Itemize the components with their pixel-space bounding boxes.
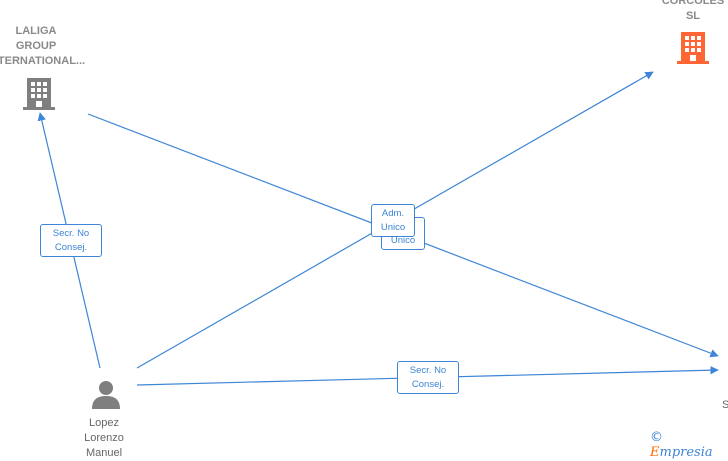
building-icon[interactable] — [23, 76, 55, 110]
node-laliga-line-2: GROUP — [15, 40, 57, 52]
edge-label-secr-no-consej[interactable]: Secr. No Consej. — [40, 224, 102, 257]
edge-label-adm-unico[interactable]: Adm. Unico — [371, 204, 415, 237]
edge-label-secr-no-consej[interactable]: Secr. No Consej. — [397, 361, 459, 394]
brand-initial: E — [650, 445, 660, 460]
node-laliga-line-1: LALIGA — [15, 25, 57, 37]
node-lopez-line-2: Lorenzo — [84, 432, 124, 444]
node-laliga-line-3: INTERNATIONAL... — [0, 55, 86, 67]
node-corcoles-line-1: CORCOLES — [661, 0, 725, 7]
copyright-symbol: © — [650, 430, 663, 445]
node-corcoles-line-2: SL — [685, 10, 701, 22]
node-lopez-label[interactable]: Lopez Lorenzo Manuel — [54, 416, 154, 461]
node-lopez-line-1: Lopez — [89, 417, 119, 429]
node-corcoles-label[interactable]: CORCOLES SL — [643, 0, 728, 24]
node-offscreen-line-1: S — [722, 399, 728, 411]
node-laliga-label[interactable]: LALIGA GROUP INTERNATIONAL... — [0, 24, 86, 69]
person-icon[interactable] — [91, 379, 121, 409]
node-lopez-line-3: Manuel — [85, 447, 123, 459]
brand-name: mpresia — [659, 445, 713, 460]
node-offscreen-label[interactable]: S — [722, 398, 728, 413]
empresia-logo: © Empresia — [650, 430, 728, 460]
building-icon[interactable] — [677, 30, 709, 64]
